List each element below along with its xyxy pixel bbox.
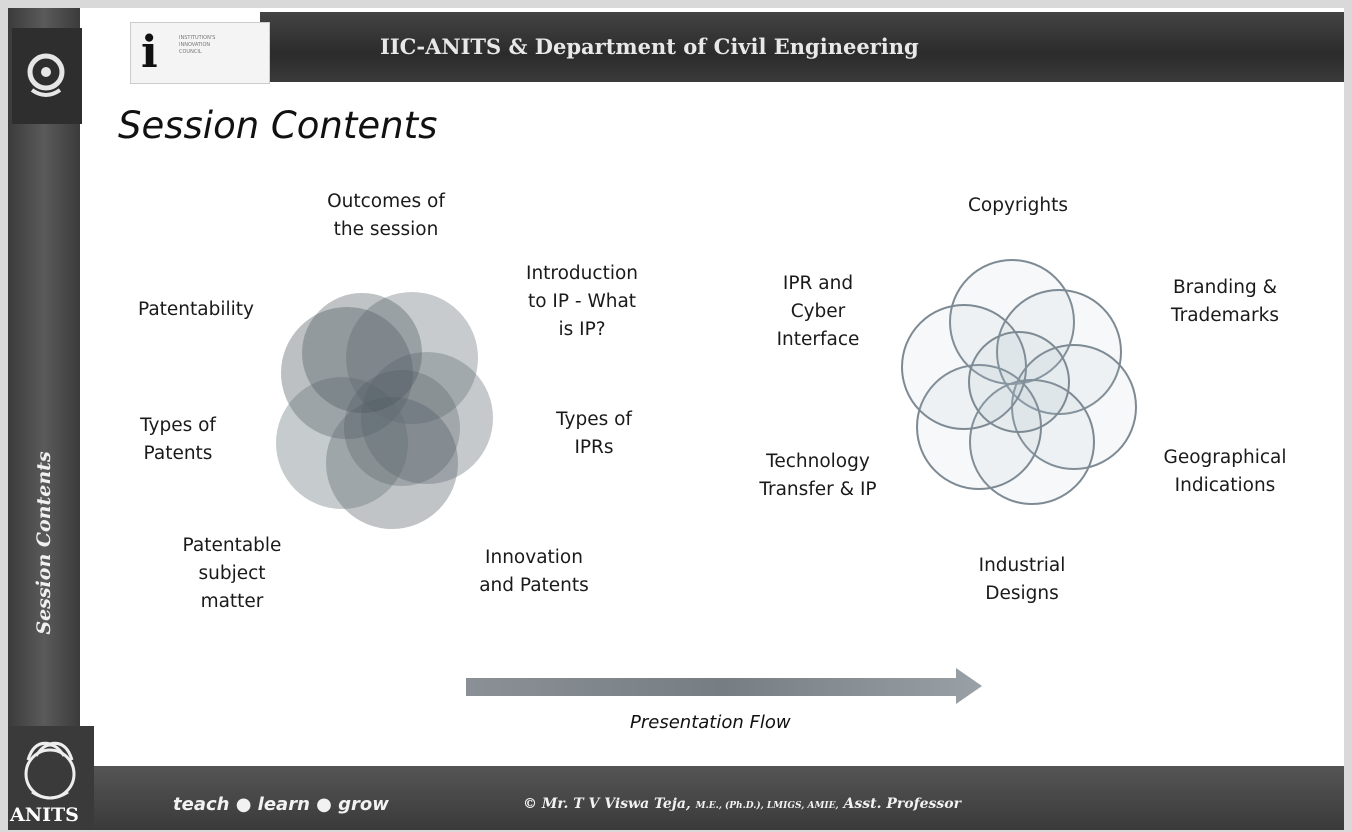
flow-arrow-icon bbox=[466, 668, 982, 704]
header-title: IIC-ANITS & Department of Civil Engineer… bbox=[380, 34, 919, 59]
flow-label: Presentation Flow bbox=[630, 712, 791, 733]
credit-quals: M.E., (Ph.D.), LMIGS, AMIE, bbox=[695, 801, 839, 811]
right-circle bbox=[968, 331, 1070, 433]
right-circle-cluster bbox=[901, 259, 1137, 505]
side-label: Session Contents bbox=[14, 451, 74, 634]
emblem-icon bbox=[27, 53, 65, 97]
left-circle bbox=[276, 377, 408, 509]
footer-bar bbox=[94, 766, 1344, 830]
iic-logo-text: INSTITUTION'S INNOVATION COUNCIL bbox=[179, 35, 216, 55]
left-circle bbox=[361, 352, 493, 484]
label-innovation-patents: Innovation and Patents bbox=[479, 547, 589, 596]
credit-role: Asst. Professor bbox=[843, 796, 962, 812]
iic-i-icon: i bbox=[141, 27, 158, 78]
left-circle bbox=[302, 293, 422, 413]
page-title: Session Contents bbox=[118, 104, 438, 147]
lotus-logo-icon bbox=[24, 741, 76, 800]
left-circle bbox=[344, 370, 460, 486]
right-circle bbox=[969, 379, 1095, 505]
label-patentability: Patentability bbox=[138, 299, 254, 320]
side-label-text: Session Contents bbox=[33, 451, 55, 635]
header-bar bbox=[260, 12, 1344, 82]
label-copyrights: Copyrights bbox=[967, 195, 1069, 216]
label-patentable-subject: Patentable subject matter bbox=[182, 535, 282, 612]
iic-logo: i INSTITUTION'S INNOVATION COUNCIL bbox=[130, 22, 270, 84]
left-circle-cluster bbox=[276, 292, 493, 529]
label-outcomes: Outcomes of the session bbox=[327, 191, 445, 240]
label-introduction-ip: Introduction to IP - What is IP? bbox=[525, 263, 639, 340]
label-types-patents: Types of Patents bbox=[140, 415, 216, 464]
label-branding-trademarks: Branding & Trademarks bbox=[1171, 277, 1279, 326]
label-technology-transfer: Technology Transfer & IP bbox=[759, 451, 877, 500]
slide: Session Contents IIC-ANITS & Department … bbox=[8, 8, 1344, 830]
anits-text: ANITS bbox=[10, 804, 79, 826]
left-circle bbox=[281, 307, 413, 439]
left-circle bbox=[346, 292, 478, 424]
sidebar bbox=[8, 8, 80, 830]
label-industrial-designs: Industrial Designs bbox=[978, 555, 1066, 604]
label-ipr-cyber: IPR and Cyber Interface bbox=[776, 273, 860, 350]
label-types-iprs: Types of IPRs bbox=[556, 409, 632, 458]
label-geographical-indications: Geographical Indications bbox=[1163, 447, 1287, 496]
right-circle bbox=[901, 304, 1027, 430]
left-circle bbox=[326, 397, 458, 529]
footer-credit: © Mr. T V Viswa Teja, M.E., (Ph.D.), LMI… bbox=[523, 796, 961, 812]
credit-name: © Mr. T V Viswa Teja, bbox=[523, 796, 691, 812]
anits-logo: ANITS bbox=[8, 726, 94, 830]
footer-tagline: teach ● learn ● grow bbox=[173, 794, 389, 815]
anits-emblem bbox=[12, 28, 82, 124]
